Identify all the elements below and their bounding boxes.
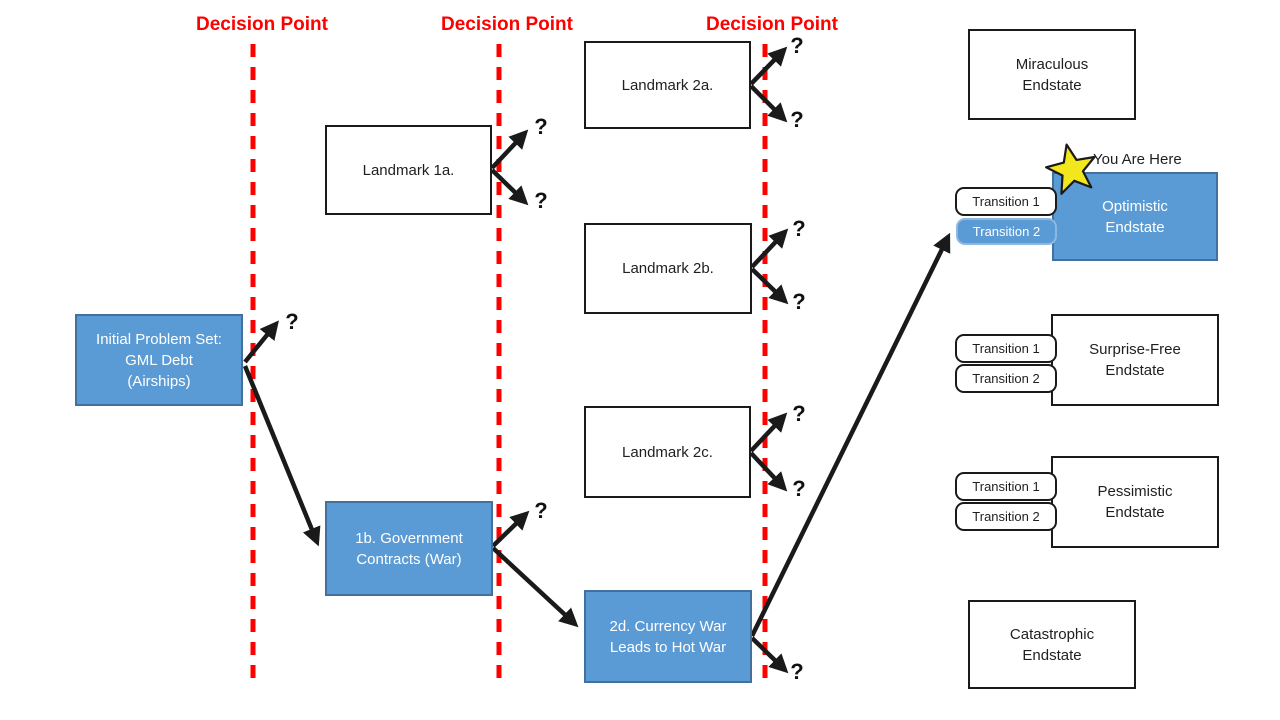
decision-point-label-3: Decision Point <box>706 14 838 35</box>
arrow-1a-up <box>490 129 529 170</box>
arrow-1b-to-2d <box>491 546 579 628</box>
transition-2-surprise-free: Transition 2 <box>955 364 1057 393</box>
endstate-catastrophic: Catastrophic Endstate <box>968 600 1136 689</box>
question-mark: ? <box>534 114 548 139</box>
question-mark: ? <box>285 309 299 334</box>
endstate-optimistic: Optimistic Endstate <box>1052 172 1218 261</box>
question-mark: ? <box>790 659 804 684</box>
node-landmark-2b: Landmark 2b. <box>584 223 752 314</box>
transition-1-pessimistic: Transition 1 <box>955 472 1057 501</box>
transition-2-pessimistic: Transition 2 <box>955 502 1057 531</box>
arrow-2c-up <box>749 412 788 453</box>
question-mark: ? <box>534 498 548 523</box>
arrow-2a-up <box>749 46 788 86</box>
decision-point-label-1: Decision Point <box>196 14 328 35</box>
node-initial-problem: Initial Problem Set: GML Debt (Airships) <box>75 314 243 406</box>
question-mark: ? <box>792 289 806 314</box>
transition-2-optimistic: Transition 2 <box>956 218 1057 245</box>
arrow-2d-down <box>750 636 789 674</box>
question-mark: ? <box>792 476 806 501</box>
arrow-2d-to-optimistic <box>749 232 951 637</box>
arrow-1b-up <box>491 510 530 548</box>
node-1b-government-contracts: 1b. Government Contracts (War) <box>325 501 493 596</box>
node-landmark-2c: Landmark 2c. <box>584 406 751 498</box>
arrow-2b-up <box>750 228 789 269</box>
decision-point-label-2: Decision Point <box>441 14 573 35</box>
arrow-2b-down <box>750 267 789 305</box>
endstate-pessimistic: Pessimistic Endstate <box>1051 456 1219 548</box>
transition-1-surprise-free: Transition 1 <box>955 334 1057 363</box>
question-mark: ? <box>792 401 806 426</box>
node-2d-currency-war: 2d. Currency War Leads to Hot War <box>584 590 752 683</box>
question-mark: ? <box>792 216 806 241</box>
arrow-1a-down <box>490 168 529 206</box>
arrow-2c-down <box>749 451 788 492</box>
arrow-initial-to-1b <box>242 365 321 547</box>
node-landmark-2a: Landmark 2a. <box>584 41 751 129</box>
endstate-surprise-free: Surprise-Free Endstate <box>1051 314 1219 406</box>
question-mark: ? <box>790 107 804 132</box>
you-are-here-label: You Are Here <box>1093 151 1182 168</box>
question-mark: ? <box>790 33 804 58</box>
transition-1-optimistic: Transition 1 <box>955 187 1057 216</box>
arrow-initial-up <box>243 320 279 364</box>
question-mark: ? <box>534 188 548 213</box>
arrow-2a-down <box>749 84 788 123</box>
endstate-miraculous: Miraculous Endstate <box>968 29 1136 120</box>
node-landmark-1a: Landmark 1a. <box>325 125 492 215</box>
